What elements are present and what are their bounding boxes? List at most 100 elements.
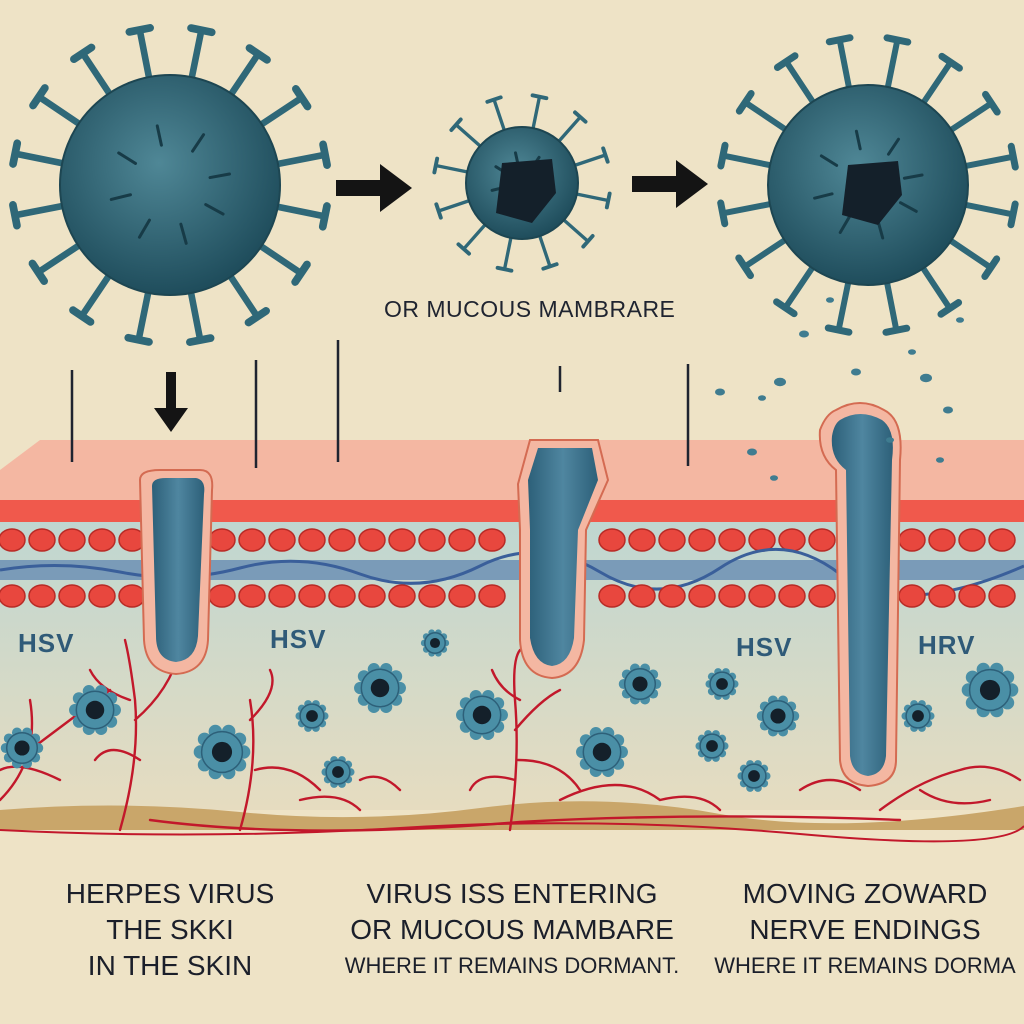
arrow-right-icon xyxy=(336,164,412,212)
virus-icon xyxy=(432,93,612,273)
debris-fragment xyxy=(747,448,757,456)
immune-cell-icon xyxy=(618,663,662,705)
immune-cell-icon xyxy=(420,629,450,657)
immune-cell-icon xyxy=(69,685,121,735)
red-cell xyxy=(958,528,986,552)
virus-entry-pocket-1 xyxy=(138,469,214,676)
immune-cell-icon xyxy=(0,727,44,769)
immune-cell-icon xyxy=(756,695,800,737)
arrow-down-icon xyxy=(154,372,188,432)
red-cell xyxy=(628,528,656,552)
red-cell xyxy=(418,584,446,608)
red-cell xyxy=(928,528,956,552)
debris-fragment xyxy=(886,437,894,443)
caption-line: WHERE IT REMAINS DORMANT. xyxy=(344,953,680,978)
red-cell xyxy=(628,584,656,608)
nerve-ending-tube xyxy=(818,402,902,788)
immune-cell-icon xyxy=(295,700,329,732)
red-cell xyxy=(748,528,776,552)
hsv-label: HSV xyxy=(736,632,793,662)
debris-fragment xyxy=(943,406,953,414)
debris-fragment xyxy=(826,297,834,303)
debris-fragment xyxy=(920,373,932,383)
red-cell xyxy=(478,528,506,552)
debris-fragment xyxy=(956,317,964,323)
virus-entry-pocket-2 xyxy=(516,439,610,680)
debris-fragment xyxy=(908,349,916,355)
red-cell xyxy=(598,528,626,552)
red-cell xyxy=(358,584,386,608)
red-cell xyxy=(118,584,146,608)
red-cell xyxy=(808,584,836,608)
red-cell xyxy=(688,528,716,552)
red-cell xyxy=(718,528,746,552)
red-cell xyxy=(268,584,296,608)
nerve-network xyxy=(0,638,1022,832)
immune-cell-icon xyxy=(737,760,771,792)
red-cell xyxy=(718,584,746,608)
red-cell xyxy=(58,584,86,608)
red-cell xyxy=(418,528,446,552)
immune-cell-icon xyxy=(354,663,406,713)
immune-cell-icon xyxy=(961,662,1019,718)
immune-cell-icon xyxy=(193,724,251,780)
red-cell xyxy=(658,584,686,608)
red-cell xyxy=(0,528,26,552)
immune-cells xyxy=(0,629,1019,792)
debris-fragment xyxy=(715,388,725,396)
red-cell xyxy=(238,584,266,608)
immune-cell-icon xyxy=(705,668,739,700)
caption-left: HERPES VIRUS THE SKKI IN THE SKIN xyxy=(50,876,290,984)
red-cell xyxy=(268,528,296,552)
virus-icon xyxy=(9,24,331,346)
debris-fragment xyxy=(851,368,861,376)
caption-line: WHERE IT REMAINS DORMA xyxy=(714,953,1016,978)
red-cell xyxy=(478,584,506,608)
hsv-label: HSV xyxy=(18,628,75,658)
immune-cell-icon xyxy=(321,756,355,788)
red-cell-band-top xyxy=(0,500,1024,522)
red-cell xyxy=(298,584,326,608)
red-cell xyxy=(988,528,1016,552)
red-cell xyxy=(778,584,806,608)
immune-cell-icon xyxy=(695,730,729,762)
red-cells-row-2 xyxy=(0,584,1016,608)
caption-line: OR MUCOUS MAMBARE xyxy=(350,914,674,945)
red-cell xyxy=(778,528,806,552)
caption-middle: VIRUS ISS ENTERING OR MUCOUS MAMBARE WHE… xyxy=(312,876,712,984)
red-cell xyxy=(88,528,116,552)
hsv-label: HSV xyxy=(270,624,327,654)
caption-line: MOVING ZOWARD xyxy=(742,878,988,909)
red-cell xyxy=(58,528,86,552)
red-cell xyxy=(658,528,686,552)
caption-line: THE SKKI xyxy=(106,914,234,945)
red-cell xyxy=(808,528,836,552)
red-cell xyxy=(358,528,386,552)
red-cell xyxy=(388,528,416,552)
caption-line: IN THE SKIN xyxy=(87,950,253,981)
red-cell xyxy=(28,528,56,552)
red-cell xyxy=(928,584,956,608)
red-cell xyxy=(898,528,926,552)
red-cell xyxy=(988,584,1016,608)
red-cell xyxy=(388,584,416,608)
red-cell xyxy=(208,528,236,552)
red-cell xyxy=(28,584,56,608)
red-cell xyxy=(448,584,476,608)
caption-right: MOVING ZOWARD NERVE ENDINGS WHERE IT REM… xyxy=(706,876,1024,984)
red-cell xyxy=(898,584,926,608)
red-cell xyxy=(298,528,326,552)
hsv-label: HRV xyxy=(918,630,976,660)
debris-fragment xyxy=(774,377,786,387)
red-cell xyxy=(748,584,776,608)
red-cell xyxy=(688,584,716,608)
fat-layer-edge xyxy=(0,822,1024,843)
caption-line: VIRUS ISS ENTERING xyxy=(366,878,658,909)
caption-line: NERVE ENDINGS xyxy=(749,914,981,945)
mid-label: OR MUCOUS MAMBRARE xyxy=(384,296,676,322)
virus-icon xyxy=(717,34,1019,336)
immune-cell-icon xyxy=(576,727,628,777)
immune-cell-icon xyxy=(456,690,508,740)
virus-particles xyxy=(9,24,1019,346)
